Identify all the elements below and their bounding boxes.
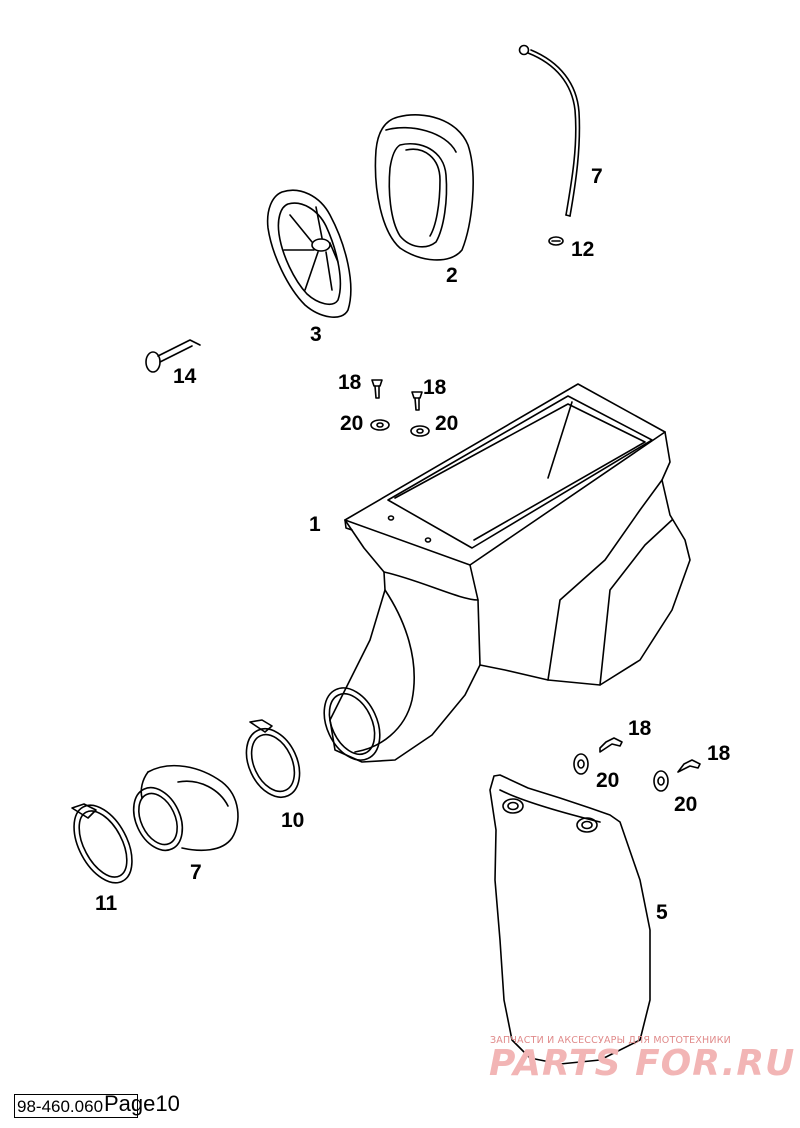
callout-20-lower-right: 20 (674, 793, 698, 816)
air-filter-part (374, 114, 474, 261)
air-box-part (323, 383, 691, 763)
callout-2: 2 (446, 264, 458, 287)
callout-18-upper-left: 18 (338, 371, 362, 394)
intake-boot-part (132, 764, 239, 852)
document-code: 98-460.060 (14, 1094, 138, 1118)
callout-10: 10 (281, 809, 305, 832)
callout-18-upper-right: 18 (423, 376, 447, 399)
callout-18-lower-right: 18 (707, 742, 731, 765)
filter-cage-part (266, 189, 352, 318)
callout-7: 7 (190, 861, 202, 884)
callout-12: 12 (571, 238, 595, 261)
callout-3: 3 (310, 323, 322, 346)
page-label: Page10 (104, 1091, 180, 1116)
callout-20-upper-right: 20 (435, 412, 459, 435)
callout-18-lower-left: 18 (628, 717, 652, 740)
watermark-logo: PARTS FOR.RU (489, 1043, 796, 1084)
watermark-tagline: ЗАПЧАСТИ И АКСЕССУАРЫ ДЛЯ МОТОТЕХНИКИ (490, 1035, 731, 1046)
callout-11: 11 (95, 892, 118, 915)
callout-20-upper-left: 20 (340, 412, 364, 435)
clip-part (548, 236, 564, 246)
callout-1: 1 (309, 513, 321, 536)
callout-20-lower-left: 20 (596, 769, 620, 792)
mud-guard-part (489, 774, 651, 1065)
callout-5: 5 (656, 901, 668, 924)
breather-hose-part (518, 44, 581, 217)
callout-6: 7 (591, 165, 603, 188)
pin-part (145, 339, 201, 373)
lower-screws (573, 737, 701, 792)
clamp-part-10 (245, 719, 301, 798)
upper-screws (370, 379, 430, 437)
callout-14: 14 (173, 365, 197, 388)
clamp-part-11 (71, 803, 133, 884)
